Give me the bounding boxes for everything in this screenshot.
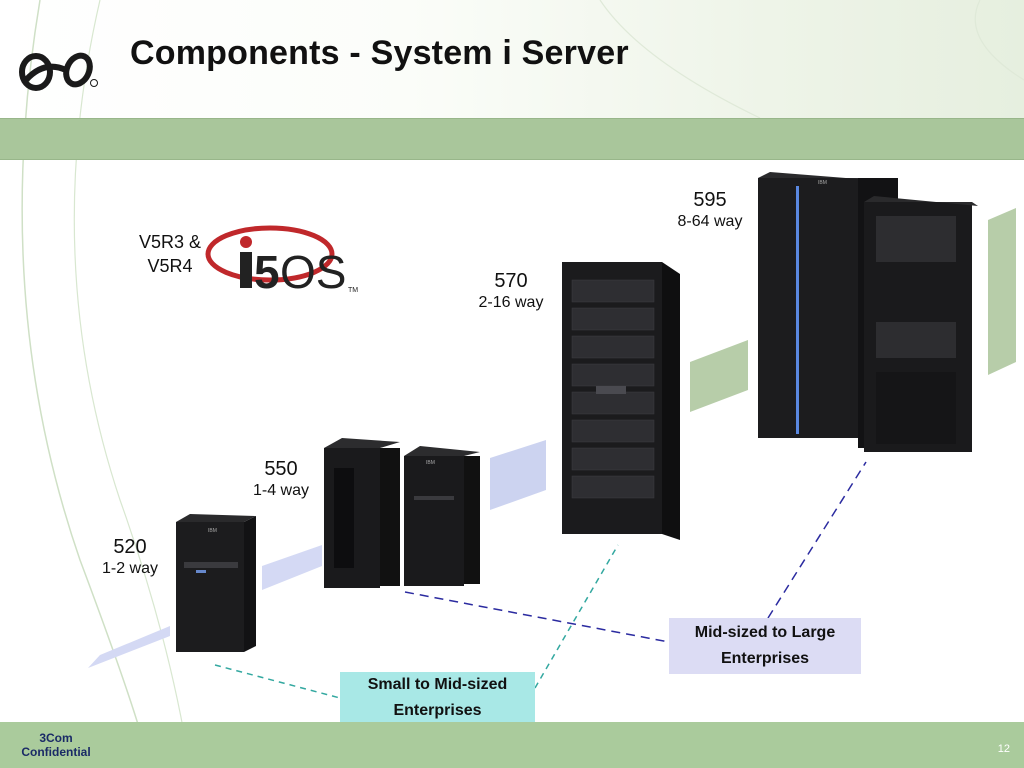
os-version-label: V5R3 & V5R4 [124,230,216,278]
i5os-logo: 5 OS TM [205,225,358,298]
server-520-brand: IBM [208,528,217,534]
server-595-brand: IBM [818,180,827,186]
server-570-model: 570 [494,270,528,292]
small-mid-enterprise-text: Small to Mid-sized Enterprises [367,676,508,719]
svg-text:5: 5 [254,246,280,298]
page-number: 12 [997,743,1010,755]
header-band [0,118,1024,160]
server-570-image [562,262,680,540]
server-595-image: IBM [758,172,978,452]
server-550-model: 550 [264,458,298,480]
server-550-brand: IBM [426,460,435,466]
server-550-ways: 1-4 way [252,482,310,499]
mid-large-enterprise-box: Mid-sized to Large Enterprises [669,618,861,674]
header-background [0,0,1024,118]
server-570-label: 570 2-16 way [466,269,556,313]
confidential-label: 3Com Confidential [21,731,91,759]
svg-text:TM: TM [348,287,358,294]
page-title: Components - System i Server [130,34,629,72]
os-versions-text: V5R3 & V5R4 [138,232,202,276]
footer-band [0,722,1024,768]
mid-large-enterprise-text: Mid-sized to Large Enterprises [694,624,836,667]
server-550-label: 550 1-4 way [243,457,319,501]
server-520-model: 520 [113,536,147,558]
server-520-image: IBM [176,514,256,652]
server-520-ways: 1-2 way [101,560,159,577]
server-595-ways: 8-64 way [677,213,743,230]
server-520-label: 520 1-2 way [92,535,168,579]
server-550-image: IBM [324,438,480,588]
server-570-ways: 2-16 way [478,294,544,311]
svg-text:OS: OS [280,246,346,298]
server-595-label: 595 8-64 way [664,188,756,232]
small-mid-enterprise-box: Small to Mid-sized Enterprises [340,672,535,724]
server-595-model: 595 [693,189,727,211]
company-logo [19,52,98,91]
